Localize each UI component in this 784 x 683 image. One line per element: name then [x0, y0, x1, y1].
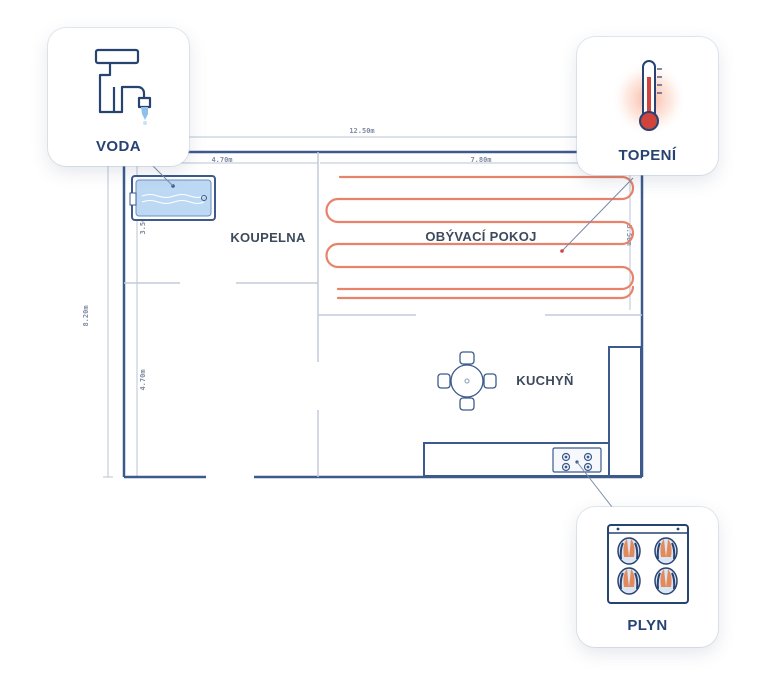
thermometer-icon [611, 60, 687, 137]
dim-lower-height: 4.70m [139, 369, 147, 390]
room-label-living: OBÝVACÍ POKOJ [425, 229, 536, 244]
heating-connector-dot [560, 249, 564, 253]
burners [617, 537, 678, 595]
faucet-icon [94, 48, 152, 125]
dim-total-height: 8.20m [82, 305, 90, 326]
water-card[interactable]: VODA [48, 28, 189, 166]
dim-total-width: 12.50m [349, 127, 374, 135]
inner-walls [124, 152, 642, 477]
heating-card-title: TOPENÍ [618, 147, 677, 164]
kitchen-counter [423, 346, 642, 477]
room-label-bathroom: KOUPELNA [230, 230, 306, 245]
heating-card[interactable]: TOPENÍ [577, 37, 718, 175]
floor-heating-pipe-return [336, 285, 635, 300]
stove [552, 447, 602, 473]
gas-card[interactable]: PLYN [577, 507, 718, 647]
gas-stove-icon [607, 524, 689, 604]
room-label-kitchen: KUCHYŇ [516, 373, 573, 388]
connector-lines [149, 162, 634, 508]
floor-heating-pipe-visible [325, 175, 635, 291]
bathtub [129, 175, 216, 221]
dim-bathroom-width: 4.70m [211, 156, 232, 164]
dim-living-height: 3.50m [625, 224, 633, 245]
dim-living-width: 7.80m [470, 156, 491, 164]
gas-card-title: PLYN [627, 617, 668, 634]
dining-table [437, 351, 497, 411]
water-card-title: VODA [96, 138, 141, 155]
dim-bathroom-height: 3.50m [139, 213, 147, 234]
